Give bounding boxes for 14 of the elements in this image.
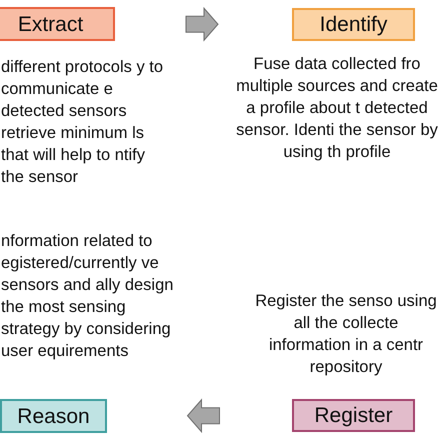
step-description: nformation related to egistered/currently ve sensors and ally design the most sensing strategy by considering user equirements xyxy=(1,231,174,362)
block-arrow xyxy=(186,6,219,42)
step-title: Register xyxy=(314,405,393,426)
step-description: Register the senso using all the collecte information in a centr repository xyxy=(254,291,438,378)
block-arrow xyxy=(186,398,220,434)
step-box xyxy=(0,7,115,41)
step-box xyxy=(292,8,415,41)
step-description: Fuse data collected fro multiple sources and create a profile about t detected sensor. Identi the sensor by using th profile xyxy=(235,54,439,163)
step-title: Identify xyxy=(320,14,388,35)
step-box xyxy=(0,399,107,433)
step-title: Reason xyxy=(17,406,90,426)
step-box xyxy=(292,399,415,432)
step-title: Extract xyxy=(18,14,84,34)
step-description: different protocols y to communicate e detected sensors retrieve minimum ls that will help to ntify the sensor xyxy=(1,57,164,188)
